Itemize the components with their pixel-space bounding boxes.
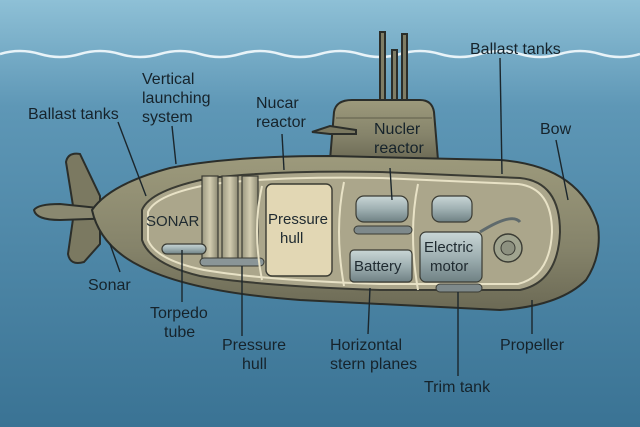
label-pressure-hull-inside: Pressure hull	[268, 211, 332, 247]
bulkhead-1	[256, 185, 263, 281]
reactor-cylinder	[355, 195, 409, 223]
label-nucler-reactor: Nucler reactor	[374, 121, 425, 157]
bulkhead-2	[338, 181, 345, 287]
lower-pipe	[199, 257, 265, 267]
shaft	[479, 217, 522, 234]
torpedo-tube-shape	[161, 243, 207, 255]
bulkhead-3	[412, 183, 419, 291]
label-ballast-tanks-top: Ballast tanks	[470, 41, 561, 58]
label-horizontal-stern-planes: Horizontal stern planes	[330, 337, 417, 373]
battery-block	[349, 249, 413, 283]
sail-plane	[311, 124, 357, 135]
label-torpedo-tube: Torpedo tube	[150, 305, 212, 341]
label-sonar-inside: SONAR	[146, 213, 200, 230]
generator-cylinder	[431, 195, 473, 223]
label-electric-motor: Electric motor	[424, 239, 477, 275]
label-ballast-tanks-left: Ballast tanks	[28, 106, 119, 123]
water-surface-line	[0, 49, 640, 59]
conning-tower	[328, 99, 440, 161]
label-bow: Bow	[540, 121, 572, 138]
label-propeller: Propeller	[500, 337, 565, 354]
leader-lines	[109, 57, 569, 376]
label-trim-tank: Trim tank	[424, 379, 491, 396]
label-nucar-reactor: Nucar reactor	[256, 95, 306, 131]
vertical-launch-tubes	[201, 175, 259, 265]
trim-tank-shape	[435, 283, 483, 293]
pressure-hull-block	[265, 183, 333, 277]
reactor-pipe	[353, 225, 413, 235]
propeller-hub-inner	[500, 240, 516, 256]
label-pressure-hull-bottom: Pressure hull	[222, 337, 290, 373]
electric-motor-block	[419, 231, 483, 283]
label-sonar: Sonar	[88, 277, 131, 294]
label-vertical-launching: Vertical launching system	[142, 71, 215, 126]
label-battery: Battery	[354, 258, 402, 275]
